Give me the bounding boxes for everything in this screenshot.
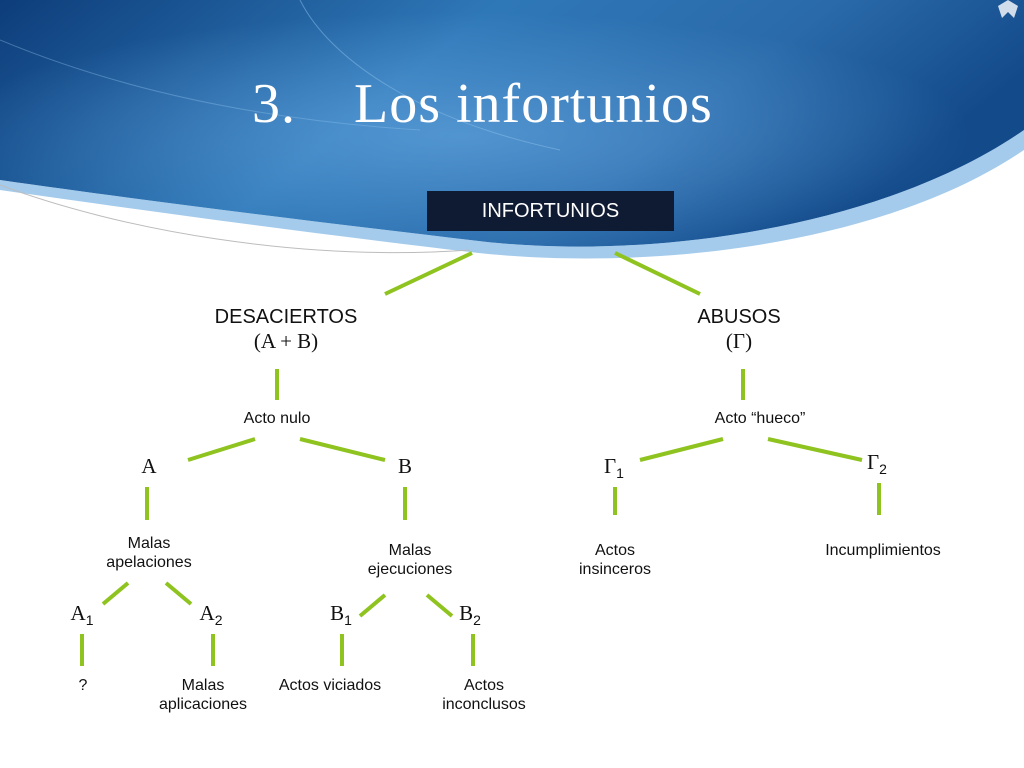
b1-symbol: B xyxy=(330,601,345,625)
b2-subscript: 2 xyxy=(473,612,481,628)
connector-acto-nulo-b xyxy=(299,437,386,462)
connector-ejecuciones-b2 xyxy=(425,593,454,618)
node-acto-nulo: Acto nulo xyxy=(243,410,311,427)
node-actos-inconclusos: Actos inconclusos xyxy=(442,677,526,714)
title-number: 3. xyxy=(252,73,296,135)
node-abusos: ABUSOS (Γ) xyxy=(697,305,780,354)
node-a: A xyxy=(141,454,157,478)
node-actos-viciados: Actos viciados xyxy=(278,677,382,694)
desaciertos-label: DESACIERTOS xyxy=(214,306,358,328)
node-b: B xyxy=(397,454,413,478)
node-malas-aplicaciones: Malas aplicaciones xyxy=(158,677,248,714)
node-b1: B1 xyxy=(330,601,352,628)
title-text: Los infortunios xyxy=(354,73,713,135)
slide-title: 3. Los infortunios xyxy=(252,72,713,136)
gamma2-symbol: Γ xyxy=(867,450,880,474)
a2-subscript: 2 xyxy=(214,612,223,628)
connector-acto-nulo-a xyxy=(187,437,256,462)
node-b2: B2 xyxy=(459,601,481,628)
connector-apelaciones-a2 xyxy=(164,581,193,606)
node-acto-hueco: Acto “hueco” xyxy=(714,410,806,427)
node-desaciertos: DESACIERTOS (A + B) xyxy=(215,305,358,354)
node-malas-ejecuciones: Malas ejecuciones xyxy=(367,542,453,579)
a1-symbol: A xyxy=(70,601,86,625)
node-gamma1: Γ1 xyxy=(604,454,624,481)
a1-subscript: 1 xyxy=(85,612,94,628)
node-gamma2: Γ2 xyxy=(867,450,887,477)
connector-apelaciones-a1 xyxy=(101,581,130,606)
connector-root-desaciertos xyxy=(384,251,473,296)
b1-subscript: 1 xyxy=(344,612,352,628)
gamma2-subscript: 2 xyxy=(879,461,887,477)
node-incumplimientos: Incumplimientos xyxy=(825,542,941,559)
abusos-label: ABUSOS xyxy=(697,306,781,328)
node-question: ? xyxy=(78,677,88,694)
abusos-formula: (Γ) xyxy=(725,329,753,353)
connector-root-abusos xyxy=(614,251,701,296)
node-malas-apelaciones: Malas apelaciones xyxy=(106,535,192,572)
b2-symbol: B xyxy=(459,601,474,625)
connector-acto-hueco-gamma1 xyxy=(639,437,724,462)
node-a2: A2 xyxy=(199,601,223,628)
a2-symbol: A xyxy=(199,601,215,625)
gamma1-subscript: 1 xyxy=(616,465,624,481)
node-a1: A1 xyxy=(70,601,94,628)
connector-acto-hueco-gamma2 xyxy=(767,437,863,462)
node-actos-insinceros: Actos insinceros xyxy=(578,542,652,579)
desaciertos-formula: (A + B) xyxy=(253,329,319,353)
gamma1-symbol: Γ xyxy=(604,454,617,478)
connector-ejecuciones-b1 xyxy=(358,593,387,618)
root-label: INFORTUNIOS xyxy=(481,199,620,222)
root-node-infortunios: INFORTUNIOS xyxy=(427,191,674,231)
